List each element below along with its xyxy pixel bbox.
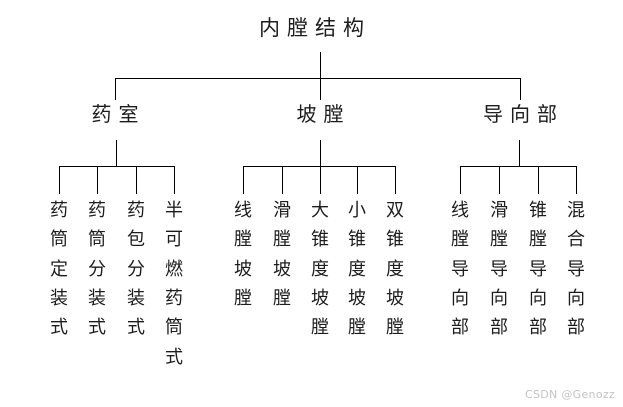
connector-drop-branch-3 bbox=[520, 78, 521, 100]
connector-level1-bus bbox=[115, 78, 521, 79]
connector-drop-g1-4 bbox=[174, 166, 175, 194]
leaf-node-g2-4: 小锥度坡膛 bbox=[348, 200, 366, 339]
leaf-node-g3-3: 锥膛导向部 bbox=[529, 200, 547, 339]
connector-drop-g3-1 bbox=[460, 166, 461, 194]
connector-drop-g2-2 bbox=[282, 166, 283, 194]
leaf-node-g2-5: 双锥度坡膛 bbox=[386, 200, 404, 339]
leaf-node-g1-3: 药包分装式 bbox=[127, 200, 145, 339]
leaf-node-g2-3: 大锥度坡膛 bbox=[311, 200, 329, 339]
leaf-node-g3-1: 线膛导向部 bbox=[451, 200, 469, 339]
connector-drop-g2-4 bbox=[357, 166, 358, 194]
leaf-node-g3-4: 混合导向部 bbox=[567, 200, 585, 339]
csdn-watermark: CSDN @Genozz bbox=[525, 388, 615, 401]
connector-bus-group3 bbox=[460, 166, 577, 167]
connector-stem-group1 bbox=[116, 140, 117, 167]
root-node-title: 内膛结构 bbox=[259, 16, 371, 40]
connector-drop-g3-3 bbox=[538, 166, 539, 194]
connector-stem-group2 bbox=[320, 140, 321, 167]
connector-drop-g3-4 bbox=[576, 166, 577, 194]
connector-bus-group2 bbox=[243, 166, 395, 167]
connector-drop-g1-2 bbox=[97, 166, 98, 194]
leaf-node-g1-2: 药筒分装式 bbox=[88, 200, 106, 339]
leaf-node-g3-2: 滑膛导向部 bbox=[490, 200, 508, 339]
branch-node-daoxiangbu: 导向部 bbox=[483, 102, 564, 126]
connector-root-stem bbox=[320, 52, 321, 100]
branch-node-yaoshi: 药室 bbox=[91, 102, 146, 126]
connector-drop-g1-1 bbox=[59, 166, 60, 194]
connector-drop-branch-1 bbox=[115, 78, 116, 100]
connector-stem-group3 bbox=[519, 140, 520, 167]
leaf-node-g2-1: 线膛坡膛 bbox=[234, 200, 252, 309]
connector-drop-g2-3 bbox=[320, 166, 321, 194]
connector-bus-group1 bbox=[59, 166, 175, 167]
connector-drop-g2-1 bbox=[243, 166, 244, 194]
connector-drop-g1-3 bbox=[136, 166, 137, 194]
leaf-node-g1-1: 药筒定装式 bbox=[50, 200, 68, 339]
connector-drop-g2-5 bbox=[395, 166, 396, 194]
branch-node-potang: 坡膛 bbox=[296, 102, 351, 126]
leaf-node-g2-2: 滑膛坡膛 bbox=[273, 200, 291, 309]
connector-drop-g3-2 bbox=[499, 166, 500, 194]
leaf-node-g1-4: 半可燃药筒式 bbox=[165, 200, 183, 368]
